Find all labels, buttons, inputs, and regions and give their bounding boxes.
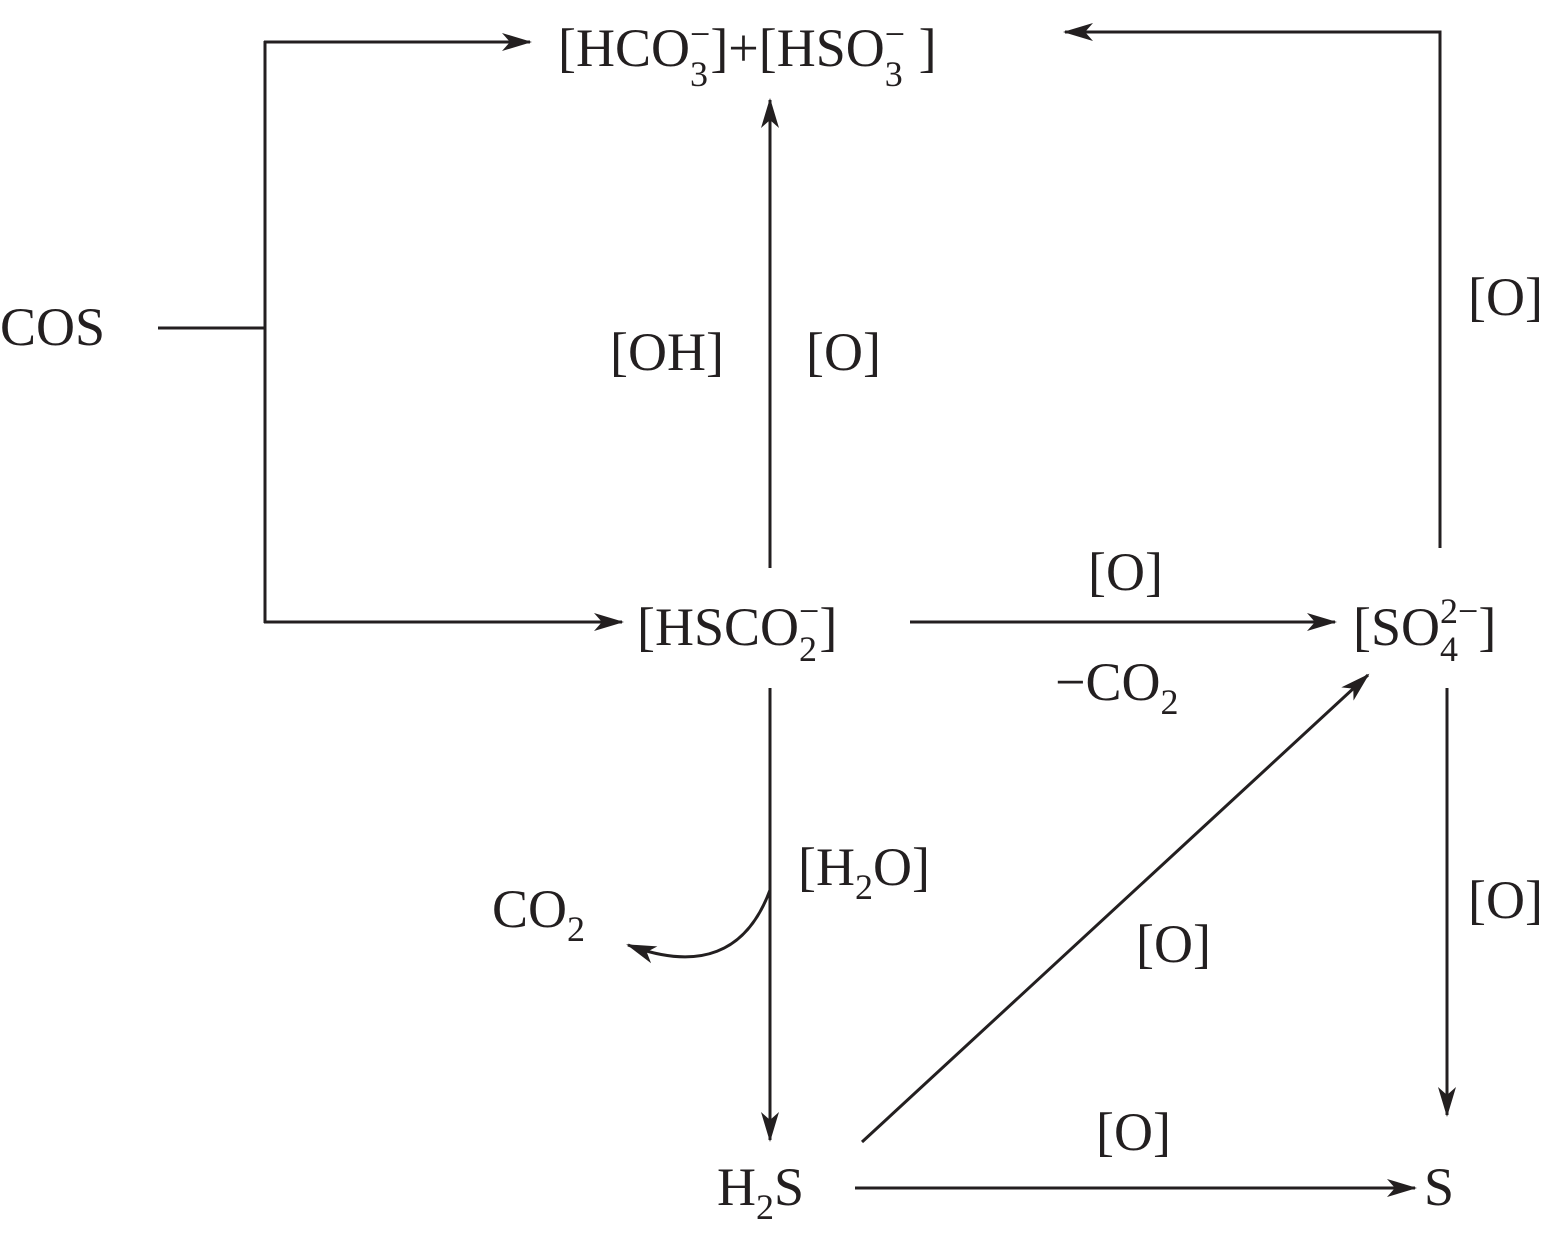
- label-o-horizontal: [O]: [1088, 542, 1163, 602]
- species-cos: COS: [0, 297, 105, 357]
- species-hsco2: [HSCO2−]: [637, 591, 837, 669]
- species-co2: CO2: [492, 879, 585, 949]
- label-h2o: [H2O]: [798, 837, 930, 907]
- label-o-bottom: [O]: [1096, 1102, 1171, 1162]
- species-so4: [SO42−]: [1353, 591, 1496, 669]
- species-s: S: [1424, 1157, 1454, 1217]
- label-o-right-bottom: [O]: [1468, 870, 1543, 930]
- species-h2s: H2S: [717, 1157, 804, 1227]
- label-o-vertical: [O]: [806, 322, 881, 382]
- arrow-release-co2: [626, 889, 772, 964]
- label-o-right-top: [O]: [1468, 267, 1543, 327]
- arrow-so4-to-top: [1063, 23, 1442, 548]
- label-minus-co2: −CO2: [1055, 652, 1178, 722]
- species-bicarbonate-bisulfite: [HCO3−]+[HSO3− ]: [558, 14, 937, 94]
- arrow-h2s-to-so4: [860, 673, 1370, 1144]
- label-o-diagonal: [O]: [1136, 914, 1211, 974]
- label-oh: [OH]: [610, 322, 724, 382]
